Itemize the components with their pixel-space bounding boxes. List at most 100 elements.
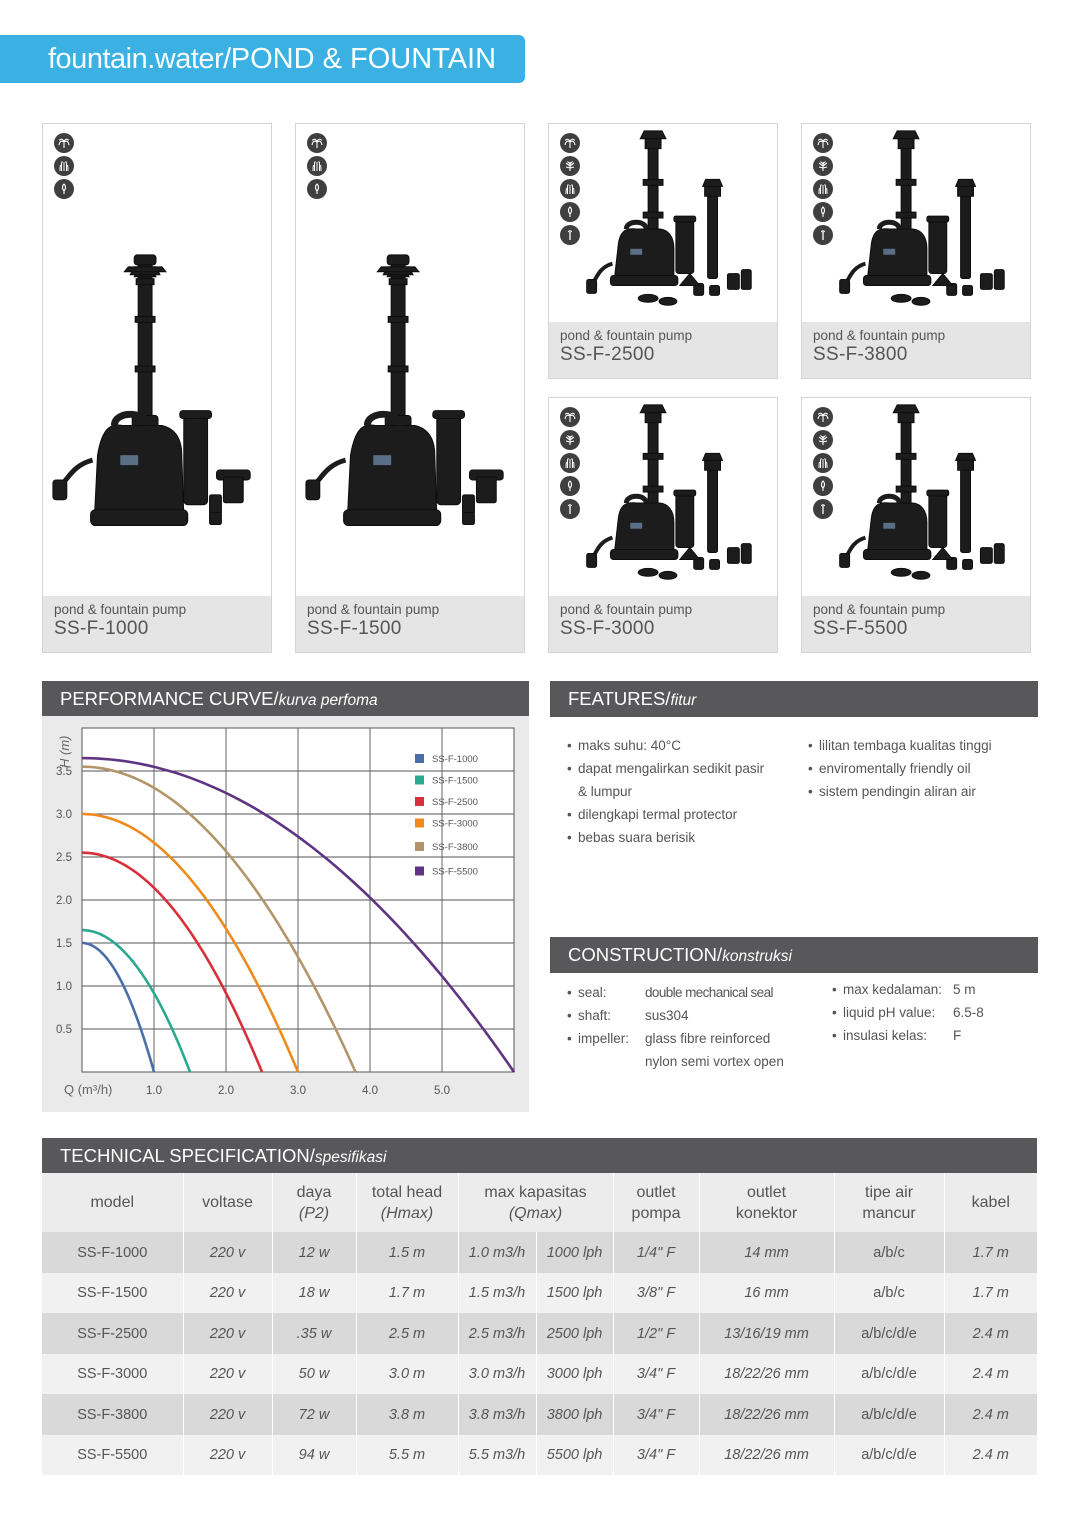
construction-item: seal:double mechanical seal bbox=[567, 981, 827, 1004]
feature-icons bbox=[560, 407, 580, 519]
construction-subtitle: konstruksi bbox=[722, 948, 792, 965]
construction-title: CONSTRUCTION/ bbox=[568, 944, 723, 965]
col-kapasitas-sub: (Qmax) bbox=[508, 1204, 563, 1222]
page-banner: fountain.water/POND & FOUNTAIN bbox=[0, 35, 525, 83]
construction-value: glass fibre reinforced bbox=[645, 1031, 771, 1046]
cell-q-lph: 2500 lph bbox=[536, 1313, 614, 1354]
cascade-icon bbox=[560, 499, 580, 519]
construction-item: insulasi kelas:F bbox=[832, 1024, 1038, 1047]
cell-model: SS-F-1000 bbox=[42, 1232, 184, 1273]
spec-title: TECHNICAL SPECIFICATION/ bbox=[60, 1145, 315, 1166]
col-tipe-l2: mancur bbox=[862, 1204, 916, 1222]
bubbler-icon bbox=[560, 453, 580, 473]
feature-item: dapat mengalirkan sedikit pasir& lumpur bbox=[567, 757, 807, 803]
y-tick-label: 3.5 bbox=[56, 766, 72, 778]
jet-icon bbox=[560, 476, 580, 496]
feature-icons bbox=[813, 407, 833, 519]
cell-kabel: 2.4 m bbox=[944, 1313, 1038, 1354]
features-list-right: lilitan tembaga kualitas tinggienviromen… bbox=[808, 734, 1038, 803]
cell-voltase: 220 v bbox=[183, 1313, 273, 1354]
legend-label: SS-F-3800 bbox=[432, 842, 478, 853]
product-subtitle: pond & fountain pump bbox=[813, 602, 946, 617]
jet-icon bbox=[813, 202, 833, 222]
feature-icons bbox=[813, 133, 833, 245]
cell-outlet: 1/2" F bbox=[613, 1313, 700, 1354]
product-photo bbox=[802, 398, 1030, 603]
legend-swatch bbox=[415, 797, 424, 806]
construction-list-left: seal:double mechanical sealshaft:sus304i… bbox=[567, 981, 827, 1073]
cell-konektor: 18/22/26 mm bbox=[699, 1394, 835, 1435]
product-model: SS-F-5500 bbox=[813, 618, 908, 639]
spray-icon bbox=[560, 430, 580, 450]
cell-tipe: a/b/c/d/e bbox=[834, 1354, 945, 1394]
col-voltase: voltase bbox=[183, 1173, 273, 1232]
bubbler-icon bbox=[813, 179, 833, 199]
cell-q-lph: 1000 lph bbox=[536, 1232, 614, 1273]
cell-konektor: 14 mm bbox=[699, 1232, 835, 1273]
construction-key: shaft: bbox=[578, 1008, 612, 1023]
construction-value: nylon semi vortex open bbox=[645, 1054, 784, 1069]
construction-key: max kedalaman: bbox=[843, 982, 943, 997]
performance-subtitle: kurva perfoma bbox=[278, 692, 378, 709]
x-axis-label: Q (m³/h) bbox=[64, 1082, 112, 1097]
cell-head: 3.8 m bbox=[356, 1394, 459, 1435]
cell-q-m3: 5.5 m3/h bbox=[458, 1435, 537, 1475]
col-tipe-l1: tipe air bbox=[865, 1183, 914, 1201]
construction-key: seal: bbox=[578, 985, 607, 1000]
cell-voltase: 220 v bbox=[183, 1435, 273, 1475]
cell-daya: 18 w bbox=[272, 1273, 357, 1313]
pump-image bbox=[52, 254, 251, 527]
construction-list-right: max kedalaman:5 mliquid pH value:6.5-8in… bbox=[832, 978, 1038, 1047]
cell-voltase: 220 v bbox=[183, 1232, 273, 1273]
cell-q-m3: 3.8 m3/h bbox=[458, 1394, 537, 1435]
col-head-sub: (Hmax) bbox=[380, 1204, 434, 1222]
cell-q-m3: 1.5 m3/h bbox=[458, 1273, 537, 1313]
bubbler-icon bbox=[813, 453, 833, 473]
cell-daya: 50 w bbox=[272, 1354, 357, 1394]
legend-label: SS-F-1000 bbox=[432, 754, 478, 765]
x-tick-label: 5.0 bbox=[434, 1085, 450, 1097]
cell-head: 1.7 m bbox=[356, 1273, 459, 1313]
cell-voltase: 220 v bbox=[183, 1394, 273, 1435]
feature-text-cont: & lumpur bbox=[578, 784, 633, 799]
cell-q-m3: 3.0 m3/h bbox=[458, 1354, 537, 1394]
cell-head: 1.5 m bbox=[356, 1232, 459, 1273]
construction-value: F bbox=[953, 1028, 962, 1043]
col-daya: daya(P2) bbox=[272, 1173, 357, 1232]
cell-kabel: 1.7 m bbox=[944, 1273, 1038, 1313]
product-photo bbox=[549, 124, 777, 329]
pump-image bbox=[586, 130, 752, 306]
pump-image bbox=[586, 404, 752, 580]
legend-swatch bbox=[415, 754, 424, 763]
col-outlet-pompa-l1: outlet bbox=[636, 1183, 676, 1201]
banner-prefix: fountain.water/ bbox=[48, 43, 231, 75]
series-line bbox=[81, 765, 357, 1073]
product-photo bbox=[296, 124, 524, 603]
cell-tipe: a/b/c/d/e bbox=[834, 1313, 945, 1354]
fountain-icon bbox=[560, 133, 580, 153]
construction-header: CONSTRUCTION/konstruksi bbox=[550, 937, 1038, 973]
product-model: SS-F-2500 bbox=[560, 344, 655, 365]
legend-label: SS-F-1500 bbox=[432, 776, 478, 787]
cell-tipe: a/b/c/d/e bbox=[834, 1435, 945, 1475]
legend-swatch bbox=[415, 842, 424, 851]
col-outlet-pompa-l2: pompa bbox=[631, 1204, 681, 1222]
cell-outlet: 1/4" F bbox=[613, 1232, 700, 1273]
legend-swatch bbox=[415, 866, 424, 876]
performance-header: PERFORMANCE CURVE/kurva perfoma bbox=[42, 681, 529, 717]
cell-model: SS-F-2500 bbox=[42, 1313, 184, 1354]
fountain-icon bbox=[54, 133, 74, 153]
legend-swatch bbox=[415, 775, 424, 785]
x-tick-label: 4.0 bbox=[362, 1085, 378, 1097]
spray-icon bbox=[813, 430, 833, 450]
cell-q-lph: 1500 lph bbox=[536, 1273, 614, 1313]
cell-outlet: 3/4" F bbox=[613, 1394, 700, 1435]
